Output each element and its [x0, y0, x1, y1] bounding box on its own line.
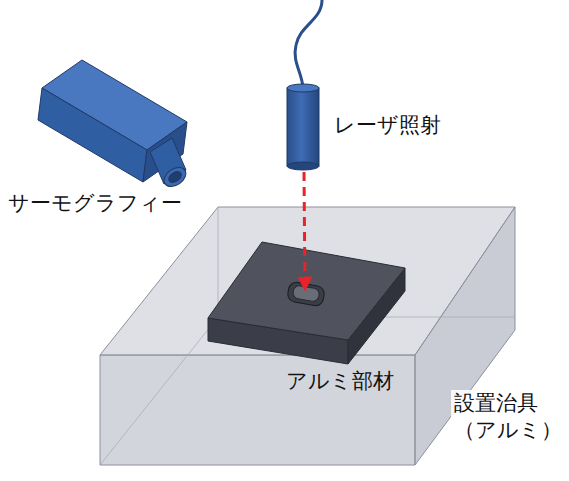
thermography-camera — [38, 60, 189, 190]
aluminium-part — [208, 242, 405, 364]
part-label: 設置治具 （アルミ） — [451, 390, 565, 445]
laser-head — [287, 0, 322, 290]
part-label: サーモグラフィー — [8, 190, 182, 217]
part-label: アルミ部材 — [286, 368, 394, 395]
part-label: レーザ照射 — [334, 112, 441, 139]
